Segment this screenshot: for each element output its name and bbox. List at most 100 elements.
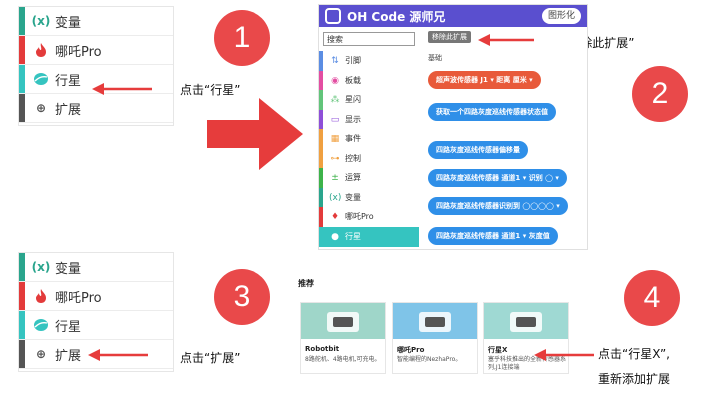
add-circle-icon: ⊕: [35, 347, 47, 361]
arrow-to-remove-icon: [478, 34, 534, 46]
code-block[interactable]: 四路灰度巡线传感器 通道1 ▾ 灰度值: [428, 227, 558, 245]
toolbox-color-bar: [319, 51, 323, 71]
toolbox-category-icon: (x): [329, 192, 342, 203]
extension-card-description: 8路舵机、4路电机,可充电。: [305, 356, 381, 363]
toolbox-category-icon: ⁂: [330, 95, 340, 105]
category-color-bar: [19, 65, 25, 93]
category-label: 哪吒Pro: [55, 291, 102, 306]
category-color-bar: [19, 311, 25, 339]
toolbox-category-icon: ⇅: [331, 56, 339, 66]
toolbox-category-icon: ⊶: [330, 153, 340, 164]
panel3-category-item[interactable]: ⊕扩展: [19, 340, 173, 369]
flame-icon: [33, 42, 49, 58]
code-block[interactable]: 四路灰度巡线传感器偏移量: [428, 141, 528, 159]
toolbox-category-item[interactable]: ◉ 板载: [319, 70, 419, 91]
toolbox-category-item[interactable]: ♦ 哪吒Pro: [319, 207, 419, 227]
panel3-category-item[interactable]: (x) 变量: [19, 253, 173, 282]
big-right-arrow-icon: [207, 98, 303, 170]
toolbox-category-label: 哪吒Pro: [345, 212, 374, 221]
toolbox-color-bar: [319, 129, 323, 149]
category-panel-bottom: (x) 变量哪吒Pro 行星 ⊕扩展: [18, 252, 174, 372]
category-label: 扩展: [55, 103, 82, 118]
oh-code-logo-icon: [325, 8, 341, 24]
remove-extension-button[interactable]: 移除此扩展: [428, 31, 471, 43]
arrow-to-planet-x-icon: [534, 349, 594, 361]
toolbox-category-label: 变量: [345, 192, 361, 202]
toolbox-category-item[interactable]: ± 运算: [319, 168, 419, 188]
variable-icon: (x): [31, 260, 51, 274]
toolbox-search-input[interactable]: 搜索: [323, 32, 415, 46]
category-label: 变量: [55, 16, 82, 31]
category-color-bar: [19, 340, 25, 368]
toolbox-category-label: 运算: [345, 173, 361, 182]
toolbox-category-label: 引脚: [345, 56, 361, 65]
panel1-category-item[interactable]: ⊕ 扩展: [19, 94, 173, 123]
flame-icon: [33, 288, 49, 304]
code-block[interactable]: 四路灰度巡线传感器识别到 ◯◯◯◯ ▾: [428, 197, 568, 215]
toolbox-category-item[interactable]: ▭ 显示: [319, 109, 419, 130]
toolbox-color-bar: [319, 207, 323, 227]
code-block[interactable]: 获取一个四路灰度巡线传感器状态值: [428, 103, 556, 121]
toolbox-category-icon: ◉: [331, 75, 339, 86]
arrow-to-extension-icon: [88, 349, 148, 361]
toolbox-category-item[interactable]: ⁂ 星闪: [319, 90, 419, 110]
recommend-label: 推荐: [298, 279, 314, 288]
arrow-to-planet-icon: [92, 83, 152, 95]
category-label: 行星: [55, 74, 82, 89]
note-click-planet: 点击“行星”: [180, 83, 241, 97]
toolbox-color-bar: [319, 148, 323, 169]
note-click-extension: 点击“扩展”: [180, 351, 241, 365]
category-color-bar: [19, 7, 25, 35]
toolbox-category-label: 板载: [345, 75, 361, 85]
planet-icon: [33, 71, 49, 87]
code-block[interactable]: 四路灰度巡线传感器 通道1 ▾ 识别 ◯ ▾: [428, 169, 567, 187]
step-1-badge: 1: [214, 10, 270, 66]
panel3-category-item[interactable]: 哪吒Pro: [19, 282, 173, 311]
panel1-category-item[interactable]: 行星: [19, 65, 173, 94]
variable-icon: (x): [31, 14, 51, 28]
toolbox-color-bar: [319, 168, 323, 188]
category-label: 变量: [55, 262, 82, 277]
panel3-category-item[interactable]: 行星: [19, 311, 173, 340]
toolbox-color-bar: [319, 187, 323, 208]
planet-icon: [33, 317, 49, 333]
toolbox-category-label: 事件: [345, 134, 361, 143]
editor-header: OH Code 源师兄 图形化: [319, 5, 587, 27]
toolbox-category-label: 星闪: [345, 95, 361, 104]
panel1-category-item[interactable]: (x) 变量: [19, 7, 173, 36]
add-circle-icon: ⊕: [35, 101, 47, 115]
graphic-mode-button[interactable]: 图形化: [541, 8, 581, 24]
toolbox-category-item[interactable]: ▦ 事件: [319, 129, 419, 149]
step-3-badge: 3: [214, 269, 270, 325]
category-color-bar: [19, 282, 25, 310]
extension-card-image: [393, 303, 477, 339]
category-panel-top: (x) 变量哪吒Pro 行星 ⊕ 扩展: [18, 6, 174, 126]
toolbox-category-item[interactable]: ⇅ 引脚: [319, 51, 419, 71]
note-re-add-extension: 重新添加扩展: [598, 372, 671, 386]
toolbox-category-icon: ●: [331, 231, 339, 242]
note-click-planet-x: 点击“行星X”,: [598, 347, 670, 361]
code-block[interactable]: 超声波传感器 J1 ▾ 距离 厘米 ▾: [428, 71, 541, 89]
category-label: 行星: [55, 320, 82, 335]
toolbox-category-item[interactable]: ⊶控制: [319, 148, 419, 169]
extension-card-image: [484, 303, 568, 339]
toolbox-category-label: 行星: [345, 231, 361, 241]
step-2-badge: 2: [632, 66, 688, 122]
toolbox-category-icon: ♦: [330, 212, 340, 222]
basic-section-label: 基础: [428, 54, 442, 62]
toolbox-category-icon: ±: [331, 173, 339, 183]
editor-screenshot: OH Code 源师兄 图形化 搜索 ⇅ 引脚 ◉ 板载 ⁂ 星闪 ▭ 显示 ▦ 事件 ⊶控制 ± 运算…: [318, 4, 588, 250]
category-color-bar: [19, 253, 25, 281]
toolbox-category-item[interactable]: ● 行星: [319, 226, 419, 247]
toolbox-category-icon: ▦: [330, 134, 340, 144]
toolbox-category-icon: ▭: [330, 114, 340, 125]
category-label: 哪吒Pro: [55, 45, 102, 60]
toolbox-color-bar: [319, 90, 323, 110]
toolbox-category-label: 显示: [345, 114, 361, 124]
panel1-category-item[interactable]: 哪吒Pro: [19, 36, 173, 65]
toolbox-category-item[interactable]: (x)变量: [319, 187, 419, 208]
extension-card-title: 行星X: [488, 346, 508, 354]
